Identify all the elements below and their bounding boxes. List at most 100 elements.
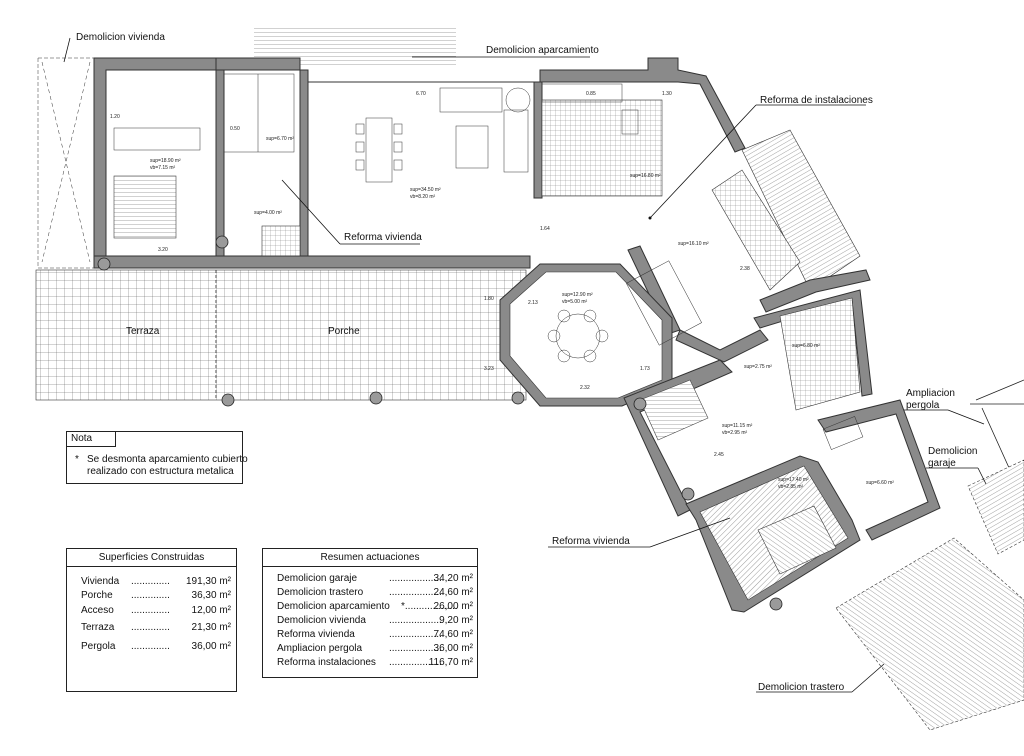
label-terraza: Terraza [126, 326, 160, 337]
terrace-porch-floor [35, 269, 527, 401]
stairs-middle [626, 260, 702, 346]
label-ampliacion-2: pergola [906, 400, 940, 411]
label-demolicion-trastero: Demolicion trastero [758, 682, 845, 693]
dim-050: 0.50 [230, 126, 240, 132]
note-box: Nota * Se desmonta aparcamiento cubierto… [66, 431, 248, 484]
columns [97, 235, 783, 611]
dining-table [355, 117, 403, 183]
stove [621, 109, 639, 135]
row-value: 21,30 m² [191, 622, 231, 633]
row-value: 9,20 m² [439, 615, 473, 626]
bathrooms-east [779, 297, 941, 541]
label-demolicion-vivienda: Demolicion vivienda [76, 32, 165, 43]
row-name: Pergola [81, 641, 116, 652]
sofa [439, 87, 531, 173]
ann-bedroom-2b: vb=2.95 m² [722, 430, 747, 436]
stairs-top [223, 73, 295, 153]
row-value: 34,20 m² [433, 573, 473, 584]
row-name: Ampliacion pergola [277, 643, 363, 654]
demolicion-trastero-area [835, 537, 1024, 731]
row-dots: .............. [131, 605, 170, 616]
octagon-room [499, 263, 673, 407]
label-demolicion-garaje-2: garaje [928, 458, 956, 469]
note-bullet: * [75, 454, 79, 465]
label-demolicion-aparcamiento: Demolicion aparcamiento [486, 45, 599, 56]
row-value: 36,00 m² [191, 641, 231, 652]
label-reforma-vivienda-top: Reforma vivienda [344, 232, 422, 243]
row-dots: .............. [131, 622, 170, 633]
superficies-table: Superficies Construidas Vivienda .......… [66, 548, 237, 692]
row-value: 36,30 m² [191, 590, 231, 601]
main-house-walls [93, 57, 746, 269]
dim-232: 2.32 [580, 385, 590, 391]
dim-320: 3.20 [158, 247, 168, 253]
ann-bedroom-3b: vb=2.85 m² [778, 484, 803, 490]
row-value: 12,00 m² [191, 605, 231, 616]
bath-2 [261, 225, 301, 257]
row-value: 74,60 m² [433, 629, 473, 640]
ann-bath-4: sup=6.60 m² [866, 480, 894, 486]
row-dots: *................... [401, 601, 458, 612]
note-line-1: Se desmonta aparcamiento cubierto [87, 454, 248, 465]
dim-130: 1.30 [662, 91, 672, 97]
row-value: 24,60 m² [433, 587, 473, 598]
dim-213: 2.13 [528, 300, 538, 306]
note-title: Nota [67, 432, 116, 447]
row-dots: .............. [131, 576, 170, 587]
ann-corridor: sup=2.75 m² [744, 364, 772, 370]
row-dots: .............. [131, 590, 170, 601]
row-name: Demolicion aparcamiento [277, 601, 390, 612]
ann-bedroom-3a: sup=17.40 m² [778, 477, 809, 483]
row-dots: ................... [389, 643, 442, 654]
dim-120: 1.20 [110, 114, 120, 120]
row-dots: ................... [389, 587, 442, 598]
row-name: Porche [81, 590, 113, 601]
ann-bedroom-1b: vb=7.15 m² [150, 165, 175, 171]
ann-hall: sup=16.10 m² [678, 241, 709, 247]
ann-octagon-b: vb=5.00 m² [562, 299, 587, 305]
dim-085: 0.85 [586, 91, 596, 97]
kitchen-floor [541, 99, 663, 197]
row-name: Demolicion garaje [277, 573, 358, 584]
dim-173: 1.73 [640, 366, 650, 372]
row-value: 36,00 m² [433, 643, 473, 654]
dim-238: 2.38 [740, 266, 750, 272]
row-dots: .............. [131, 641, 170, 652]
resumen-table: Resumen actuaciones Demolicion garaje ..… [262, 548, 478, 678]
ann-bedroom-2a: sup=11.15 m² [722, 423, 753, 429]
label-porche: Porche [328, 326, 360, 337]
resumen-title: Resumen actuaciones [263, 549, 477, 567]
ann-kitchen: sup=16.80 m² [630, 173, 661, 179]
row-name: Acceso [81, 605, 114, 616]
ann-bath-2: sup=4.00 m² [254, 210, 282, 216]
row-name: Terraza [81, 622, 115, 633]
dim-670: 6.70 [416, 91, 426, 97]
row-name: Reforma vivienda [277, 629, 355, 640]
row-value: 116,70 m² [428, 657, 473, 668]
bedroom-1 [113, 127, 201, 239]
demolicion-vivienda-area [37, 57, 95, 269]
label-reforma-vivienda-bottom: Reforma vivienda [552, 536, 630, 547]
ann-octagon-a: sup=12.90 m² [562, 292, 593, 298]
row-value: 191,30 m² [185, 576, 231, 587]
row-name: Demolicion vivienda [277, 615, 366, 626]
dim-164: 1.64 [540, 226, 550, 232]
dim-180: 1.80 [484, 296, 494, 302]
ann-bath-1: sup=6.70 m² [266, 136, 294, 142]
row-dots: ................... [389, 615, 442, 626]
reforma-instalaciones-area [711, 129, 861, 291]
row-name: Reforma instalaciones [277, 657, 376, 668]
row-dots: ................... [389, 573, 442, 584]
label-demolicion-garaje-1: Demolicion [928, 446, 977, 457]
row-name: Demolicion trastero [277, 587, 364, 598]
ampliacion-pergola [970, 379, 1024, 471]
kitchen-counter [541, 83, 623, 103]
demolicion-garaje-area [967, 459, 1024, 555]
bedroom-3 [685, 455, 861, 613]
ann-bath-3: sup=6.80 m² [792, 343, 820, 349]
note-line-2: realizado con estructura metalica [87, 466, 234, 477]
row-dots: ................... [389, 629, 442, 640]
label-reforma-instalaciones: Reforma de instalaciones [760, 95, 873, 106]
row-dots: ................... [389, 657, 442, 668]
